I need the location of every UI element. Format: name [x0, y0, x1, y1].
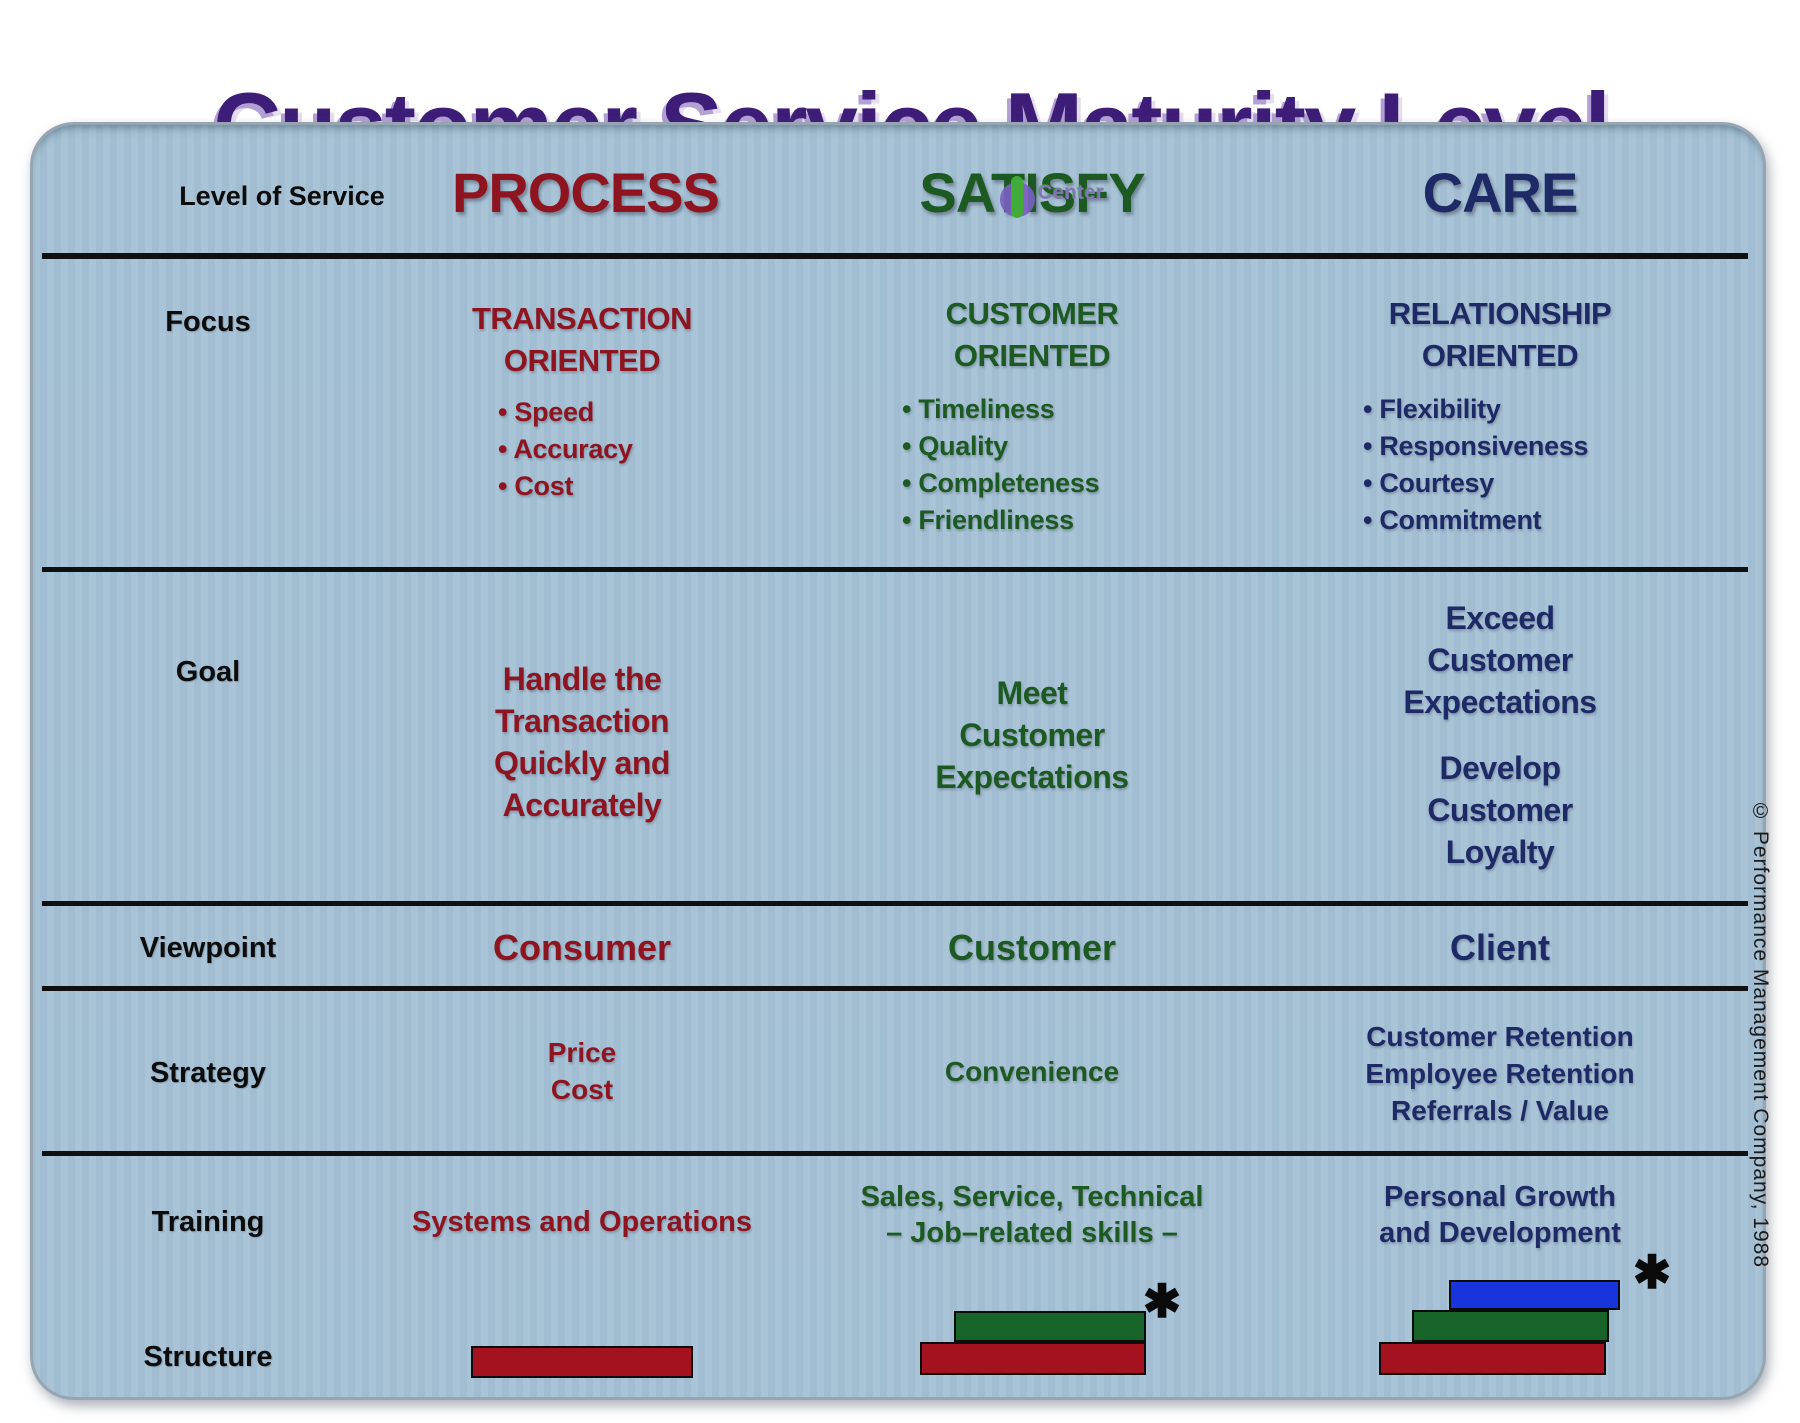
training-satisfy-cell: Sales, Service, Technical – Job–related …: [860, 1181, 1204, 1249]
row-label-structure: Structure: [143, 1341, 273, 1373]
structure-satisfy-rect-green: [954, 1311, 1146, 1342]
structure-care-rect-green: [1412, 1310, 1609, 1342]
row-label-training: Training: [151, 1206, 265, 1238]
column-header-process: PROCESS: [452, 161, 720, 224]
header-row-label: Level of Service: [179, 181, 385, 211]
bullet-item: Completeness: [902, 465, 1099, 502]
bullet-item: Accuracy: [498, 431, 632, 468]
bullet-item: Timeliness: [902, 391, 1099, 428]
row-label-goal: Goal: [175, 656, 241, 688]
training-process-cell: Systems and Operations: [411, 1206, 753, 1238]
row-label-viewpoint: Viewpoint: [139, 932, 277, 964]
divider-strategy-training: [42, 1151, 1748, 1156]
divider-header: [42, 253, 1748, 259]
column-header-care: CARE: [1422, 161, 1579, 224]
structure-satisfy-rect-red: [920, 1342, 1146, 1375]
goal-care-cell-exceed: Exceed Customer Expectations: [1403, 600, 1597, 720]
training-care-cell: Personal Growth and Development: [1379, 1181, 1621, 1249]
structure-process-rect-red: [471, 1346, 693, 1378]
divider-focus-goal: [42, 567, 1748, 572]
bullet-item: Quality: [902, 428, 1099, 465]
structure-care-rect-blue: [1449, 1280, 1620, 1310]
bullet-item: Courtesy: [1363, 465, 1588, 502]
structure-care-rect-red: [1379, 1342, 1606, 1375]
asterisk-icon: ✱: [1142, 1275, 1182, 1327]
bullet-item: Responsiveness: [1363, 428, 1588, 465]
bullet-item: Cost: [498, 468, 633, 505]
row-label-strategy: Strategy: [149, 1057, 267, 1089]
strategy-care-cell: Customer Retention Employee Retention Re…: [1365, 1021, 1635, 1126]
divider-goal-viewpoint: [42, 901, 1748, 906]
copyright-notice: © Performance Management Company, 1988: [1749, 800, 1772, 1268]
divider-viewpoint-strategy: [42, 986, 1748, 991]
focus-process-heading: TRANSACTION ORIENTED: [471, 301, 693, 378]
watermark-bar-icon: [1011, 176, 1023, 218]
bullet-item: Flexibility: [1363, 391, 1588, 428]
viewpoint-process-cell: Consumer: [492, 927, 672, 968]
goal-process-cell: Handle the Transaction Quickly and Accur…: [494, 661, 670, 823]
watermark-text: Center: [1038, 182, 1105, 204]
asterisk-icon: ✱: [1632, 1246, 1672, 1298]
goal-satisfy-cell: Meet Customer Expectations: [935, 675, 1129, 795]
focus-care-heading: RELATIONSHIP ORIENTED: [1388, 296, 1612, 373]
bullet-item: Friendliness: [902, 502, 1099, 539]
focus-satisfy-list: Timeliness Quality Completeness Friendli…: [902, 391, 1099, 539]
focus-care-list: Flexibility Responsiveness Courtesy Comm…: [1363, 391, 1588, 539]
maturity-table-panel: [30, 122, 1766, 1400]
row-label-focus: Focus: [165, 306, 251, 338]
focus-process-list: Speed Accuracy Cost: [498, 394, 633, 505]
viewpoint-satisfy-cell: Customer: [947, 927, 1117, 968]
focus-satisfy-heading: CUSTOMER ORIENTED: [945, 296, 1119, 373]
bullet-item: Speed: [498, 394, 633, 431]
goal-care-cell-develop: Develop Customer Loyalty: [1427, 750, 1573, 870]
viewpoint-care-cell: Client: [1449, 927, 1550, 968]
bullet-item: Commitment: [1363, 502, 1588, 539]
strategy-satisfy-cell: Convenience: [944, 1056, 1120, 1087]
strategy-process-cell: Price Cost: [547, 1037, 617, 1105]
